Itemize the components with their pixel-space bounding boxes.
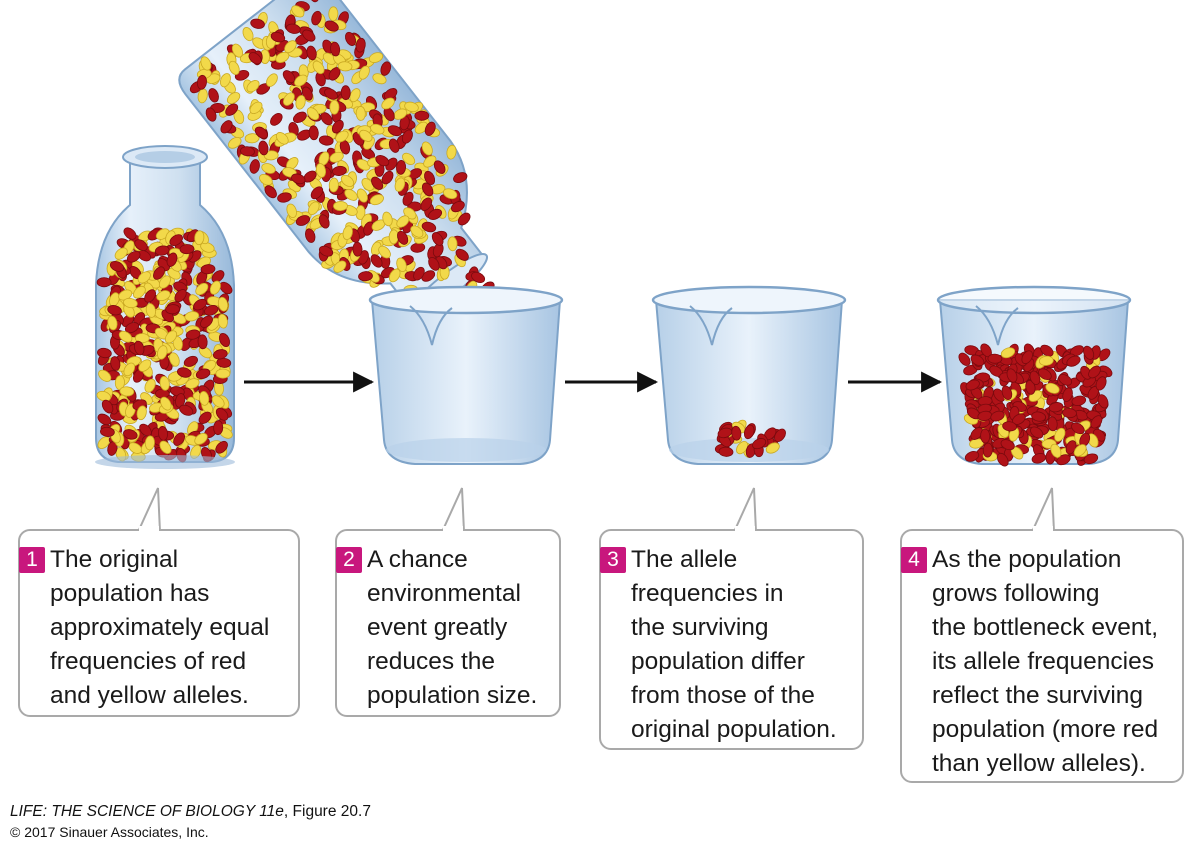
callout-4-pointer-cover: [1033, 526, 1053, 533]
beaker-surviving-population: [651, 285, 847, 465]
callout-1-pointer: [137, 487, 161, 533]
step-4-badge: 4: [901, 547, 927, 573]
callout-4-pointer: [1031, 487, 1055, 533]
copyright-notice: © 2017 Sinauer Associates, Inc.: [10, 824, 209, 840]
callout-3-pointer: [733, 487, 757, 533]
beaker-chance-event: [368, 285, 564, 465]
callout-step-3: 3 The allele frequencies in the survivin…: [599, 529, 864, 750]
figure-credit: LIFE: THE SCIENCE OF BIOLOGY 11e, Figure…: [10, 803, 371, 821]
callout-2-pointer-cover: [443, 526, 463, 533]
callout-step-4: 4 As the population grows following the …: [900, 529, 1184, 783]
callout-step-2: 2 A chance environmental event greatly r…: [335, 529, 561, 717]
pouring-bottle: [178, 0, 489, 317]
step-3-text: The allele frequencies in the surviving …: [631, 546, 837, 743]
callout-1-pointer-cover: [139, 526, 159, 533]
callout-3-pointer-cover: [735, 526, 755, 533]
step-2-badge: 2: [336, 547, 362, 573]
step-2-text: A chance environmental event greatly red…: [367, 546, 538, 709]
figure-number: , Figure 20.7: [283, 803, 371, 820]
step-1-text: The original population has approximatel…: [50, 546, 270, 709]
bottleneck-illustration: [95, 0, 1132, 469]
bottle-2-alleles: [189, 0, 471, 295]
callout-2-pointer: [441, 487, 465, 533]
beaker-regrown-population: [936, 285, 1132, 467]
book-title: LIFE: THE SCIENCE OF BIOLOGY 11e: [10, 803, 284, 820]
step-4-text: As the population grows following the bo…: [932, 546, 1159, 777]
original-population-bottle: [95, 145, 235, 469]
bottle-1-alleles: [96, 227, 233, 463]
callout-step-1: 1 The original population has approximat…: [18, 529, 300, 717]
surviving-alleles: [714, 419, 786, 458]
step-1-badge: 1: [19, 547, 45, 573]
regrown-alleles: [958, 343, 1113, 467]
step-3-badge: 3: [600, 547, 626, 573]
